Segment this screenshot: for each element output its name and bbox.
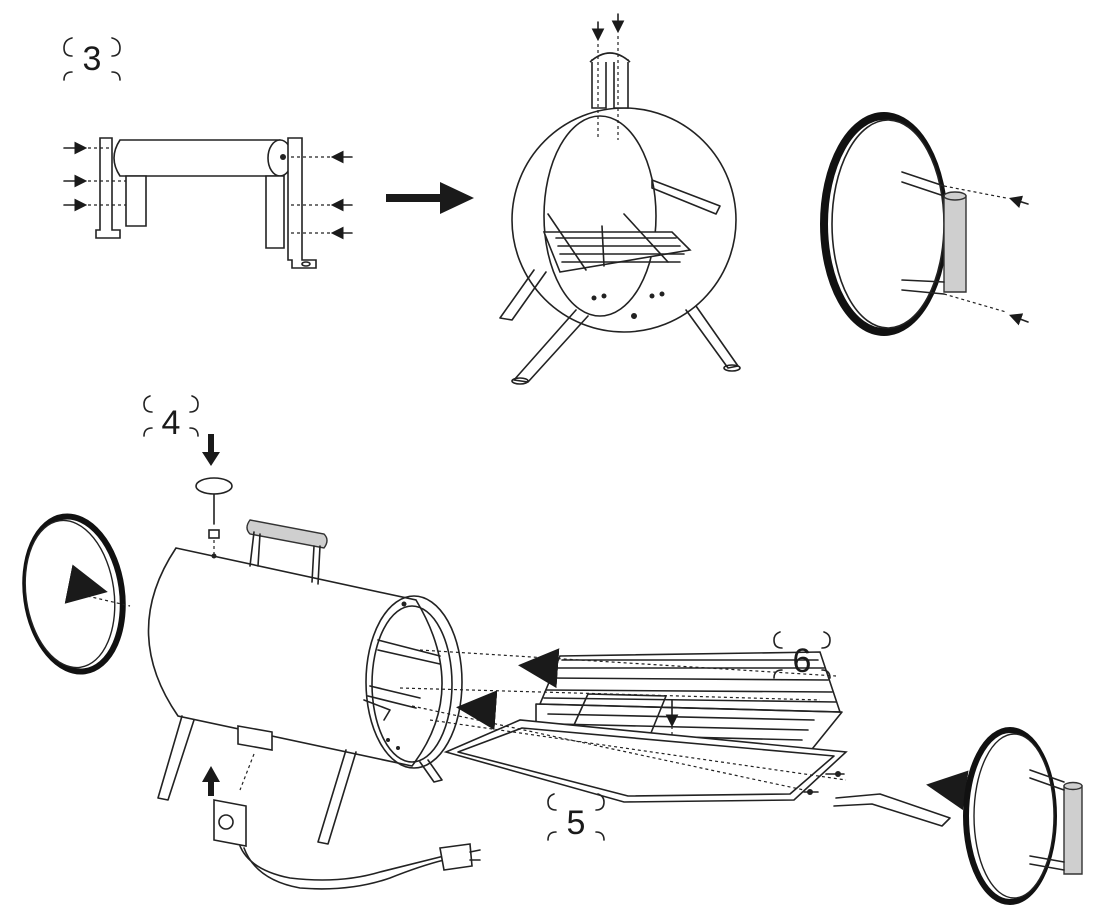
next-step-arrow [386,182,474,214]
side-lid-right [963,727,1083,905]
step-3-screw-arrows-right [290,150,353,240]
step-6-badge: 6 [773,631,831,680]
thermometer-gauge [195,434,233,556]
step-3-leg-bracket-assembly [63,137,353,269]
step-3-number: 3 [83,40,102,78]
step-4-badge: 4 [143,395,199,442]
step-3-drum-front-view [499,13,741,385]
side-lid-left [22,513,131,675]
heating-controller-plug [202,753,481,890]
tray-rail-bracket [803,771,951,827]
step-3-lid-with-handle [820,112,1029,336]
grill-drum-body [147,519,463,845]
step-5-badge: 5 [547,793,605,842]
insertion-arrows [399,648,969,811]
drip-tray [443,719,848,803]
step-3-screw-arrows-left [63,141,126,212]
step-6-number: 6 [793,642,812,680]
step-4-number: 4 [162,404,181,442]
step-3-badge: 3 [63,37,121,81]
step-5-number: 5 [567,804,586,842]
